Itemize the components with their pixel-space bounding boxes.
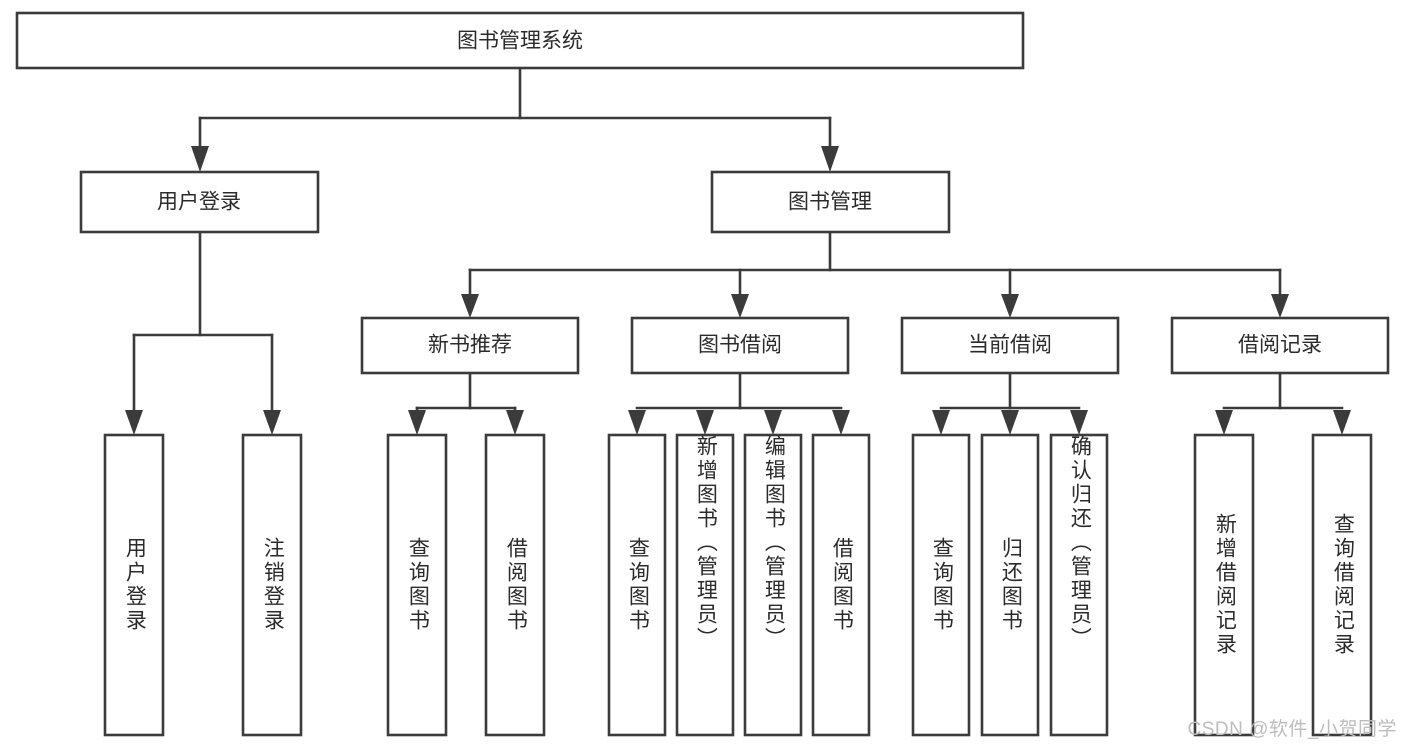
leaf-query-book-1-rect[interactable]	[386, 433, 448, 737]
arrowhead-leaf-add-book-admin	[696, 410, 714, 435]
leaf-add-borrow-record-rect[interactable]	[1193, 433, 1255, 737]
leaf-return-book-rect[interactable]	[980, 433, 1040, 737]
node-user-login-label: 用户登录	[157, 191, 241, 214]
node-root-rect[interactable]	[15, 11, 1025, 70]
node-borrow-record-label: 借阅记录	[1238, 334, 1322, 357]
arrowhead-borrow-record	[1271, 294, 1289, 318]
leaf-borrow-book-1-rect[interactable]	[484, 433, 546, 737]
node-book-borrow[interactable]: 图书借阅	[630, 316, 850, 375]
leaf-rect-group	[103, 433, 1373, 737]
connector-group-root	[191, 66, 839, 172]
leaf-query-book-2-rect[interactable]	[607, 433, 667, 737]
connector-group-current-borrow	[932, 371, 1088, 435]
arrowhead-leaf-edit-book-admin	[764, 410, 782, 435]
connector-group-new-book-recommend	[408, 371, 524, 435]
node-book-borrow-label: 图书借阅	[698, 334, 782, 357]
node-book-manage[interactable]: 图书管理	[710, 170, 951, 234]
arrowhead-leaf-query-book-3	[932, 410, 950, 435]
node-borrow-record-rect[interactable]	[1170, 316, 1390, 375]
node-borrow-record[interactable]: 借阅记录	[1170, 316, 1390, 375]
arrowhead-leaf-return-book	[1001, 410, 1019, 435]
node-user-login-rect[interactable]	[79, 170, 320, 234]
node-book-borrow-rect[interactable]	[630, 316, 850, 375]
arrowhead-leaf-query-book-1	[408, 410, 426, 435]
connector-group-borrow-record	[1215, 371, 1351, 435]
leaf-query-book-3-rect[interactable]	[911, 433, 971, 737]
arrowhead-leaf-user-login	[125, 410, 143, 435]
arrowhead-user-login	[191, 146, 209, 172]
arrowhead-book-borrow	[731, 294, 749, 318]
connector-group-user-login	[125, 230, 281, 435]
leaf-confirm-return-admin-rect[interactable]	[1049, 433, 1109, 737]
node-user-login[interactable]: 用户登录	[79, 170, 320, 234]
node-new-book-recommend[interactable]: 新书推荐	[360, 316, 580, 375]
node-new-book-recommend-label: 新书推荐	[428, 334, 512, 357]
leaf-edit-book-admin-rect[interactable]	[743, 433, 803, 737]
leaf-borrow-book-2-rect[interactable]	[811, 433, 871, 737]
node-current-borrow-label: 当前借阅	[968, 334, 1052, 357]
connector-group-book-manage	[461, 230, 1289, 318]
watermark-text: CSDN @软件_小贺同学	[1187, 719, 1397, 740]
leaf-user-login-rect[interactable]	[103, 433, 165, 737]
node-book-manage-rect[interactable]	[710, 170, 951, 234]
arrowhead-new-book-recommend	[461, 294, 479, 318]
node-current-borrow[interactable]: 当前借阅	[900, 316, 1120, 375]
node-book-manage-label: 图书管理	[788, 191, 872, 214]
arrowhead-leaf-borrow-book-2	[832, 410, 850, 435]
leaf-query-borrow-record-rect[interactable]	[1311, 433, 1373, 737]
node-root-label: 图书管理系统	[457, 30, 583, 53]
arrowhead-leaf-query-book-2	[628, 410, 646, 435]
arrowhead-leaf-add-borrow-record	[1215, 410, 1233, 435]
node-new-book-recommend-rect[interactable]	[360, 316, 580, 375]
arrowhead-leaf-query-borrow-record	[1333, 410, 1351, 435]
node-root[interactable]: 图书管理系统	[15, 11, 1025, 70]
arrowhead-leaf-confirm-return-admin	[1070, 410, 1088, 435]
leaf-user-logout-rect[interactable]	[241, 433, 303, 737]
arrowhead-leaf-borrow-book-1	[506, 410, 524, 435]
connector-group-book-borrow	[628, 371, 850, 435]
arrowhead-leaf-user-logout	[263, 410, 281, 435]
arrowhead-current-borrow	[1001, 294, 1019, 318]
leaf-add-book-admin-rect[interactable]	[675, 433, 735, 737]
node-current-borrow-rect[interactable]	[900, 316, 1120, 375]
arrowhead-book-manage	[821, 146, 839, 172]
